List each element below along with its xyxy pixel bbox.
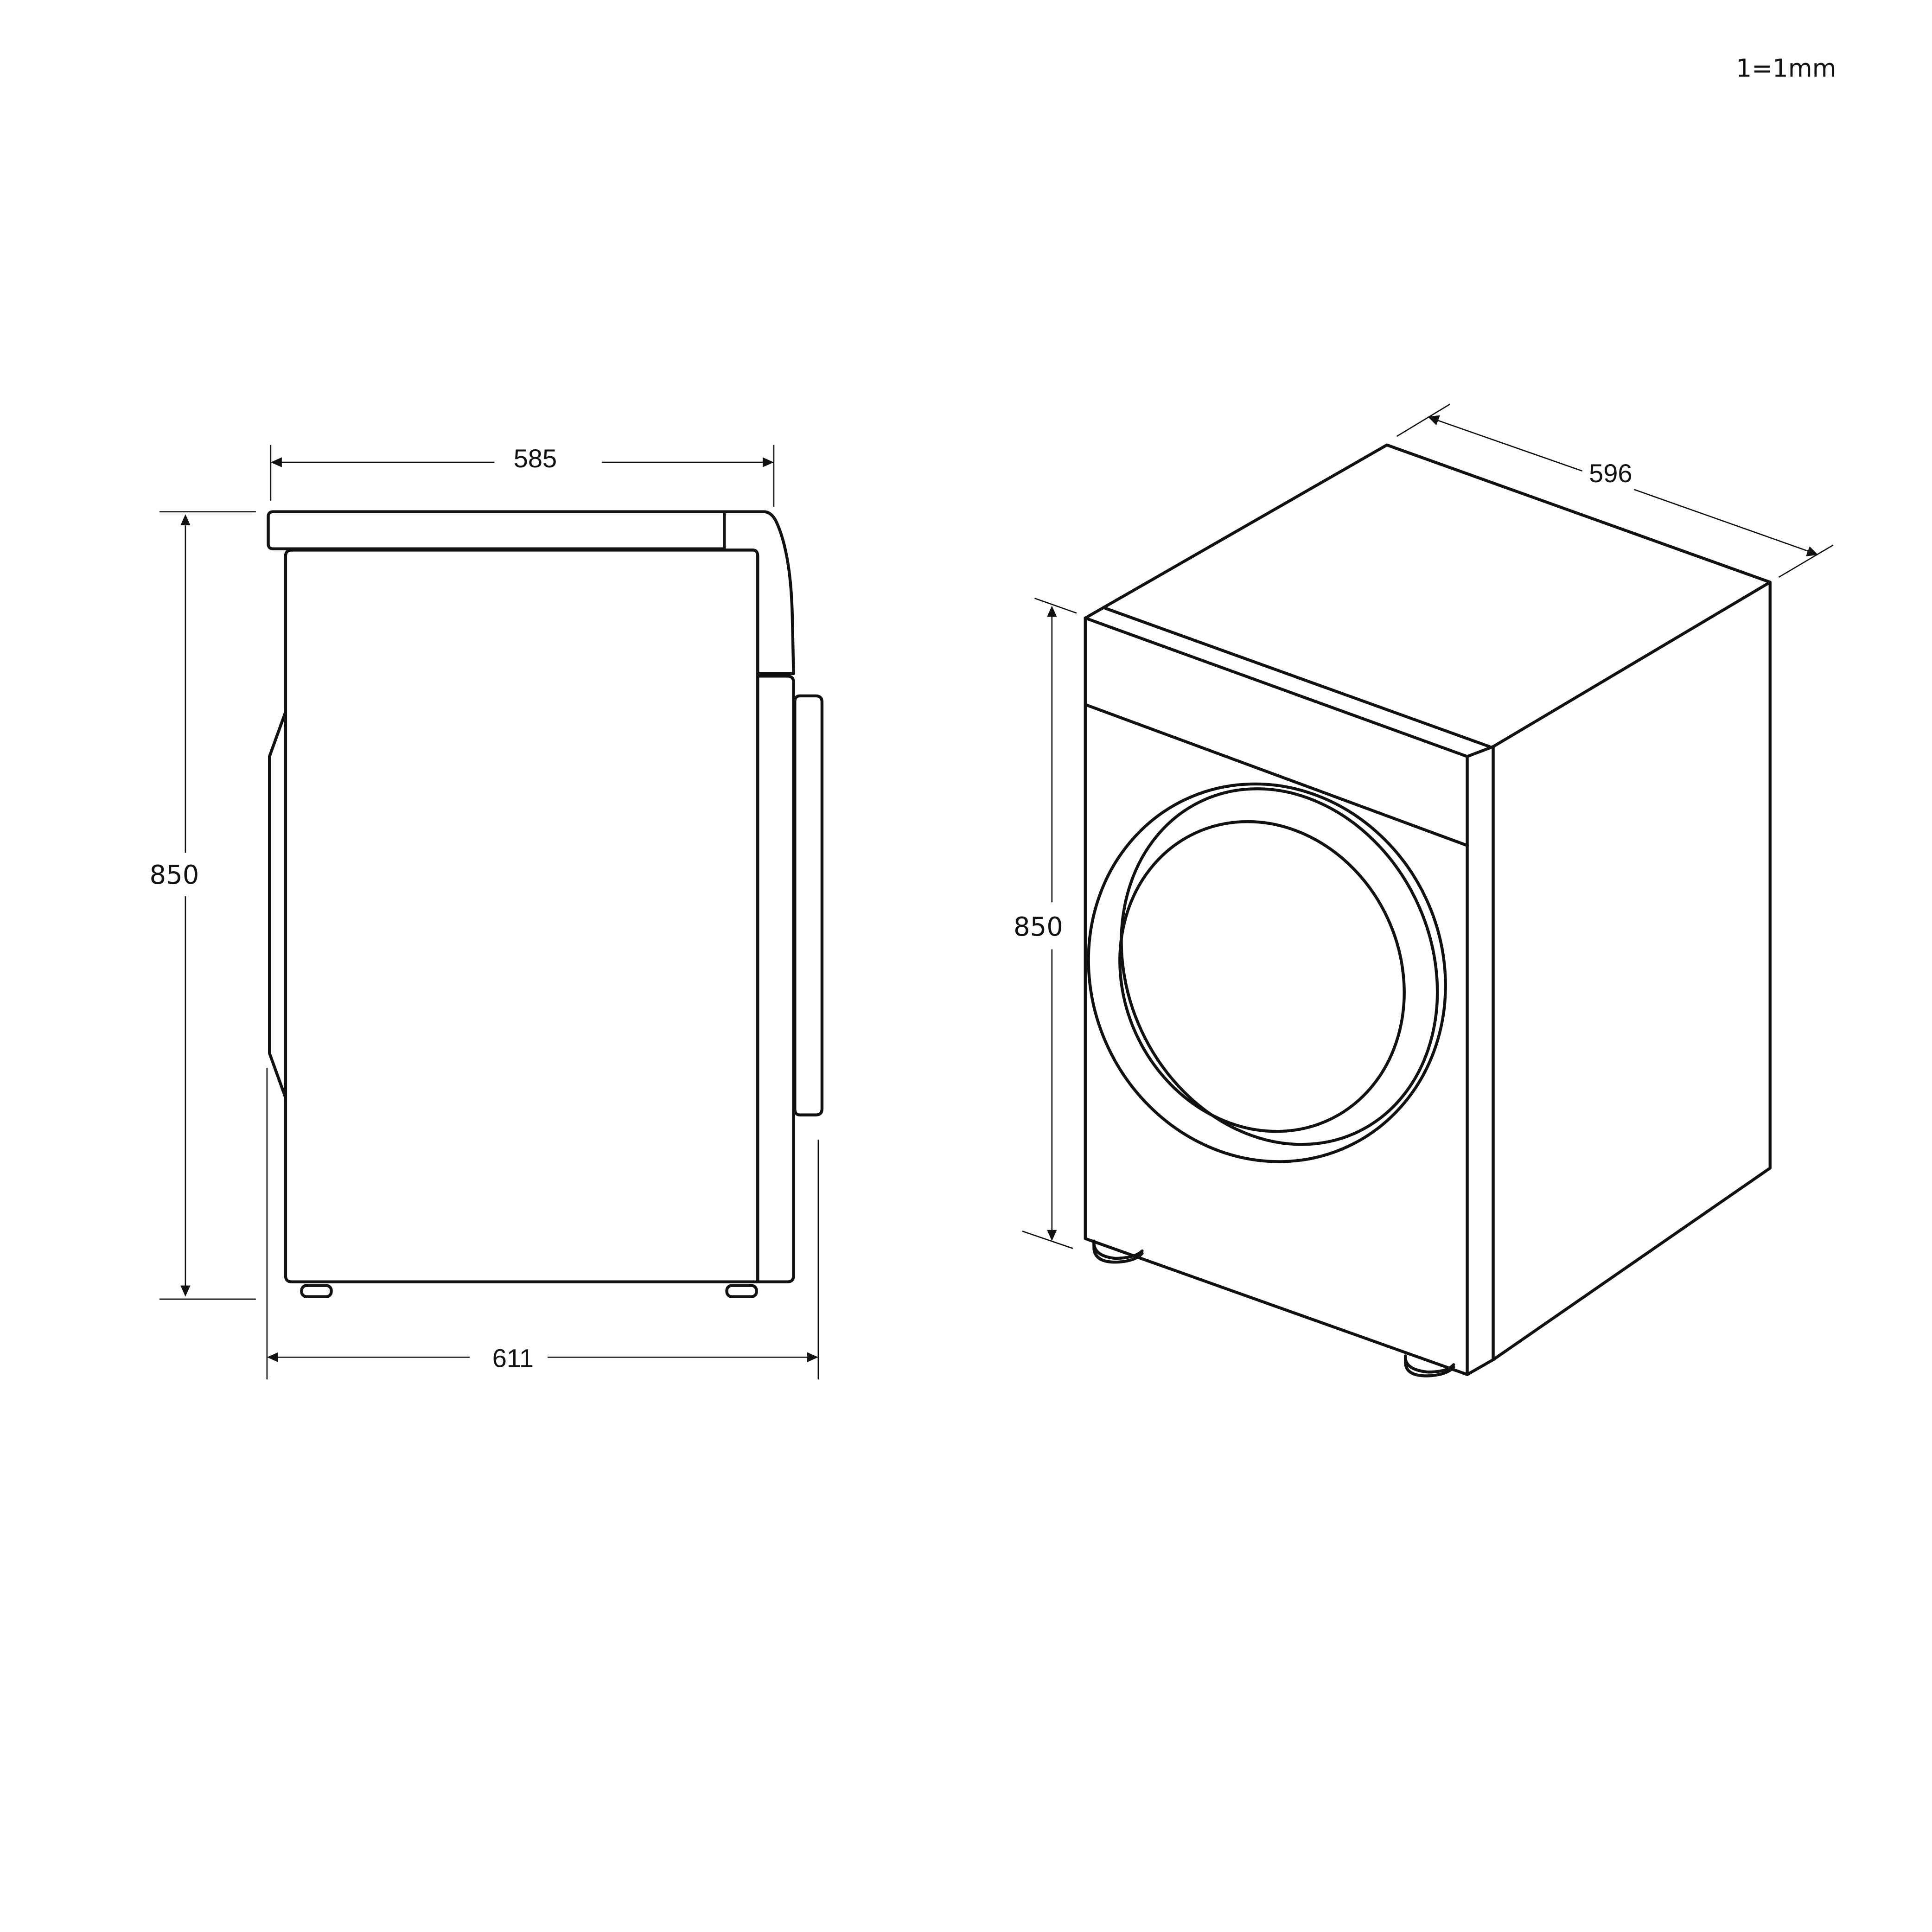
side-view: 585 850 611 bbox=[149, 444, 824, 1380]
iso-view: 596 850 bbox=[1014, 403, 1834, 1377]
side-cabinet bbox=[284, 548, 759, 1283]
iso-door-outer bbox=[1087, 782, 1447, 1163]
side-foot-rear bbox=[300, 1284, 333, 1298]
iso-door-glass bbox=[1118, 820, 1406, 1133]
iso-control-panel-line bbox=[1084, 703, 1469, 847]
iso-door-ring bbox=[1120, 787, 1439, 1146]
side-door-profile bbox=[793, 694, 824, 1116]
dimension-850-iso: 850 bbox=[1014, 598, 1077, 1249]
dimension-611: 611 bbox=[266, 1068, 819, 1380]
iso-top-rim bbox=[1103, 606, 1491, 748]
iso-front-face bbox=[1084, 616, 1469, 1376]
dimension-611-label: 611 bbox=[492, 1344, 534, 1373]
dimension-585: 585 bbox=[270, 444, 775, 507]
iso-right-face bbox=[1492, 580, 1772, 1361]
iso-top-front-edge bbox=[1084, 616, 1469, 758]
side-rear-bulge bbox=[268, 710, 287, 1099]
dimension-850-iso-label: 850 bbox=[1014, 912, 1063, 942]
dimension-596-label: 596 bbox=[1589, 459, 1632, 488]
iso-foot-front-left bbox=[1092, 1239, 1144, 1264]
dimension-850-side: 850 bbox=[149, 511, 256, 1300]
dimension-596: 596 bbox=[1396, 403, 1834, 578]
iso-front-right-bottom bbox=[1466, 1358, 1495, 1376]
side-foot-front bbox=[725, 1284, 758, 1298]
scale-note: 1=1mm bbox=[1736, 54, 1836, 83]
side-worktop bbox=[267, 510, 726, 550]
side-top-cap bbox=[723, 510, 795, 676]
iso-top-face bbox=[1084, 443, 1772, 758]
iso-foot-front-right bbox=[1404, 1354, 1455, 1377]
dimension-585-label: 585 bbox=[514, 444, 557, 473]
dimension-850-side-label: 850 bbox=[149, 860, 199, 890]
side-front-panel bbox=[756, 675, 795, 1283]
